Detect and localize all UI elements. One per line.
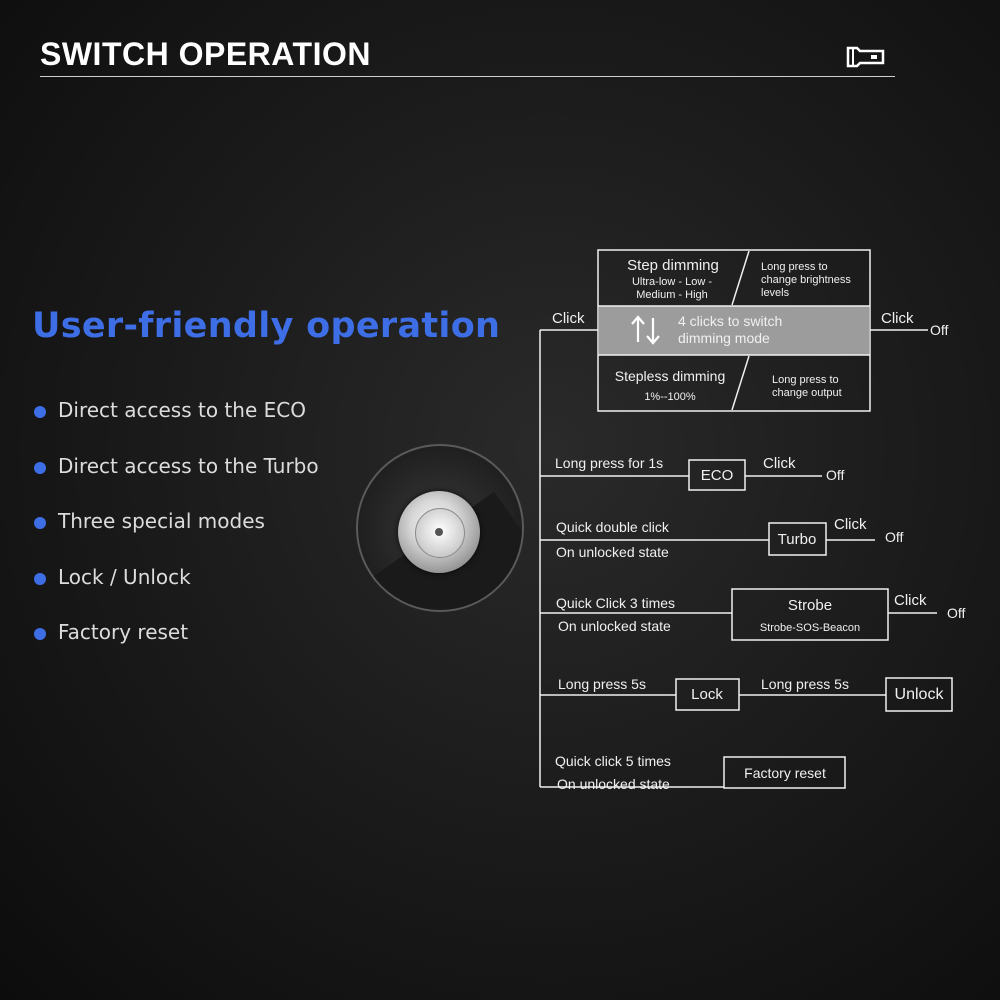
lock-label: Lock — [691, 686, 723, 703]
strobe-submodes: Strobe-SOS-Beacon — [760, 622, 860, 634]
stepless-note-line1: Long press to — [772, 374, 839, 386]
branch2-exit-action: Click — [763, 455, 796, 472]
factory-reset-label: Factory reset — [744, 765, 826, 781]
branch4-exit-result: Off — [947, 605, 966, 621]
branch3-exit-action: Click — [834, 516, 867, 533]
stepless-range: 1%--100% — [644, 391, 696, 403]
strobe-label: Strobe — [788, 597, 832, 614]
stepless-dimming-title: Stepless dimming — [615, 368, 726, 384]
switch-mode-line1: 4 clicks to switch — [678, 313, 782, 329]
eco-label: ECO — [701, 467, 734, 484]
branch4-action: Quick Click 3 times — [556, 595, 675, 611]
step-note-line3: levels — [761, 287, 790, 299]
branch4-condition: On unlocked state — [558, 618, 671, 634]
branch5-exit-action: Long press 5s — [761, 676, 849, 692]
branch5-action: Long press 5s — [558, 676, 646, 692]
branch1-exit-action: Click — [881, 310, 914, 327]
branch2-exit-result: Off — [826, 467, 845, 483]
branch6-condition: On unlocked state — [557, 776, 670, 792]
step-note-line2: change brightness — [761, 274, 851, 286]
branch1-exit-result: Off — [930, 322, 949, 338]
step-note-line1: Long press to — [761, 261, 828, 273]
switch-mode-line2: dimming mode — [678, 330, 770, 346]
unlock-label: Unlock — [895, 686, 945, 703]
branch1-action: Click — [552, 310, 585, 327]
branch3-condition: On unlocked state — [556, 544, 669, 560]
branch2-action: Long press for 1s — [555, 455, 663, 471]
stepless-note-line2: change output — [772, 387, 842, 399]
step-dimming-title: Step dimming — [627, 257, 719, 274]
branch3-action: Quick double click — [556, 519, 670, 535]
step-levels-line2: Medium - High — [636, 289, 708, 301]
branch3-exit-result: Off — [885, 529, 904, 545]
branch6-action: Quick click 5 times — [555, 753, 671, 769]
step-levels-line1: Ultra-low - Low - — [632, 276, 712, 288]
turbo-label: Turbo — [778, 531, 817, 548]
branch4-exit-action: Click — [894, 592, 927, 609]
